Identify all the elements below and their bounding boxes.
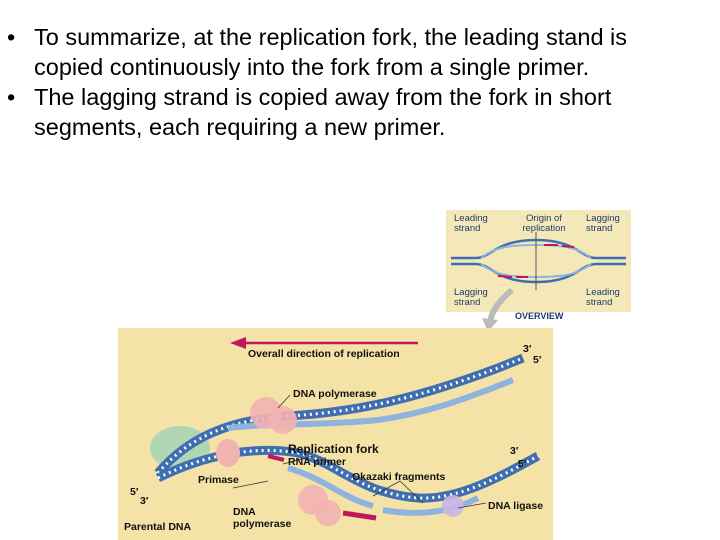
bullet-text: To summarize, at the replication fork, t… [34, 24, 628, 80]
direction-of-replication-label: Overall direction of replication [248, 348, 400, 360]
bullet-list: • To summarize, at the replication fork,… [0, 22, 720, 142]
bullet-dot: • [7, 24, 16, 50]
bullet-dot: • [7, 84, 16, 110]
overview-leading-strand-left: Leading strand [454, 213, 488, 234]
replication-fork-label: Replication fork [288, 442, 379, 456]
bullet-item: • The lagging strand is copied away from… [0, 82, 634, 142]
dna-ligase-label: DNA ligase [488, 500, 544, 512]
rna-primer-label: RNA primer [288, 456, 346, 468]
prime-5-left-label: 5′ [130, 486, 139, 498]
bullet-text: The lagging strand is copied away from t… [34, 84, 612, 140]
okazaki-fragments-label: Okazaki fragments [352, 471, 446, 483]
overview-lagging-strand-right: Lagging strand [586, 213, 620, 234]
prime-5-mid-label: 5′ [518, 458, 527, 470]
prime-3-left-label: 3′ [140, 495, 149, 507]
prime-3-mid-label: 3′ [510, 445, 519, 457]
overview-leading-strand-right: Leading strand [586, 287, 620, 308]
bullet-item: • To summarize, at the replication fork,… [0, 22, 634, 82]
overview-lagging-strand-left: Lagging strand [454, 287, 488, 308]
overview-caption: OVERVIEW [515, 311, 564, 321]
overview-origin-label: Origin of replication [522, 213, 566, 234]
overview-panel: Leading strand Origin of replication Lag… [446, 210, 631, 312]
dna-polymerase-bottom-label: DNA polymerase [233, 506, 292, 530]
replication-fork-drawing [150, 337, 541, 526]
primase-label: Primase [198, 474, 239, 486]
replication-fork-diagram: Overall direction of replication 3′ 5′ D… [118, 328, 553, 540]
overview-bubble-drawing [451, 232, 626, 290]
prime-5-top-label: 5′ [533, 354, 542, 366]
parental-dna-label: Parental DNA [124, 521, 192, 533]
dna-polymerase-top-label: DNA polymerase [293, 388, 377, 400]
prime-3-top-label: 3′ [523, 343, 532, 355]
